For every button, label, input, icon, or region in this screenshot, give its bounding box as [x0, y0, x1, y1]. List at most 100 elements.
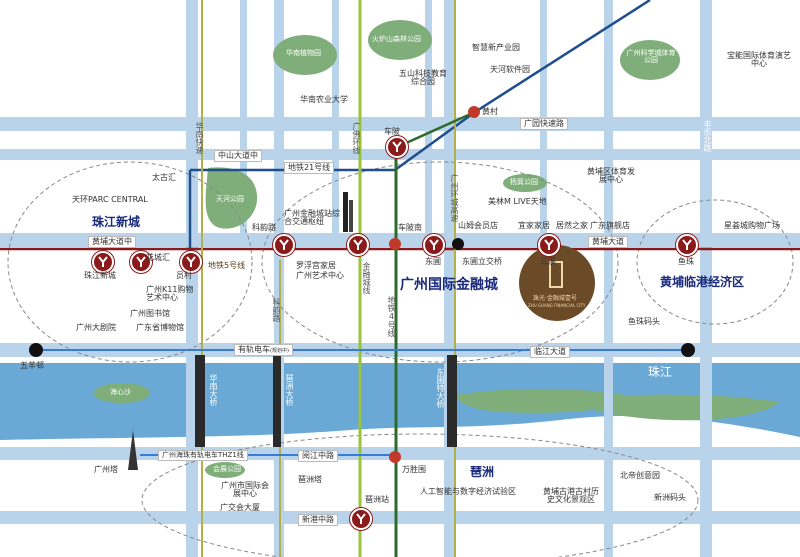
- place-canton-tower: 广州塔: [94, 465, 118, 474]
- road-label-tram-thz1: 广州海珠有轨电车THZ1线: [158, 450, 248, 461]
- tram-terminal-east: [681, 343, 695, 357]
- place-meilin: 美林M LIVE天地: [488, 197, 547, 206]
- place-ai-zone: 人工智能与数字经济试验区: [420, 487, 516, 496]
- road-label-yuejiang: 阅江中路: [298, 450, 338, 462]
- finance-city-district: [261, 161, 619, 363]
- huanan-botanical-park: [273, 35, 337, 75]
- huangpu-port-district: [636, 199, 794, 325]
- station-zhujiangxincheng-marker[interactable]: [92, 251, 114, 273]
- place-shanhai: 山姆会员店: [458, 221, 498, 230]
- place-flagship: 广东旗舰店: [590, 221, 630, 230]
- place-pazhou-ta: 琶洲塔: [298, 475, 322, 484]
- station-pazhou-marker[interactable]: [350, 508, 372, 530]
- road-label-pazhou-bridge: 琶洲大桥: [285, 374, 294, 406]
- place-haixinsha: 海心沙: [110, 388, 131, 396]
- road-label-ring-exp: 广州环城高速: [450, 174, 459, 222]
- place-beidi: 北帝创意园: [620, 471, 660, 480]
- place-tianhe-software: 天河软件园: [490, 65, 530, 74]
- metro-pin-huangcun: [468, 106, 480, 118]
- place-huishi-park: 会展公园: [213, 465, 241, 473]
- line-21-upper: [394, 110, 476, 150]
- station-sanxi-marker[interactable]: [538, 234, 560, 256]
- place-huacheng: 花城汇: [146, 253, 170, 262]
- station-dongpu-marker[interactable]: [423, 234, 445, 256]
- dongpu-bridge: [447, 355, 457, 447]
- road-label-huanan-bridge: 华南大桥: [209, 374, 218, 406]
- place-k11: 广州K11购物艺术中心: [146, 285, 194, 302]
- place-huanan-botanical: 华南植物园: [286, 49, 321, 57]
- tram-note: (规划中): [270, 348, 289, 354]
- place-zhihui: 智慧新产业园: [472, 43, 520, 52]
- place-xingyi: 星荟城购物广场: [724, 221, 780, 230]
- dongpu-interchange-dot: [452, 238, 464, 250]
- station-label-yuancun: 员村: [176, 271, 192, 280]
- road-label-huangpu-mid: 黄埔大道中: [88, 236, 136, 248]
- place-zhujiang-newtown: 珠江新城: [92, 215, 141, 229]
- place-science-park: 广州科学城体育公园: [626, 49, 676, 64]
- tianhe-park-green: [205, 167, 258, 229]
- road-label-metro21: 地铁21号线: [284, 162, 335, 174]
- station-huacheng-marker[interactable]: [130, 251, 152, 273]
- place-opera: 广州大剧院: [76, 323, 116, 332]
- place-dongpu-interchange: 东圃立交桥: [462, 257, 502, 266]
- place-zhujiang-river: 珠江: [648, 365, 673, 379]
- tram-terminal-west: [29, 343, 43, 357]
- station-kecun-marker[interactable]: [273, 234, 295, 256]
- road-label-guangfo: 广佛环线: [352, 122, 361, 154]
- place-finance-city: 广州国际金融城: [400, 277, 498, 293]
- place-guangjiao: 广交会大厦: [220, 503, 260, 512]
- haixinsha-island: [94, 383, 150, 403]
- project-brand-mark: [549, 261, 563, 288]
- gz-science-park-green: [620, 40, 680, 80]
- huishi-park-green: [205, 462, 245, 478]
- road-label-huanan-exp: 华南快速: [195, 122, 204, 154]
- canton-tower-icon: [128, 430, 138, 470]
- station-label-pazhou: 琶洲站: [365, 495, 389, 504]
- metro-pins: [389, 106, 480, 463]
- place-baoneng: 宝能国际体育演艺中心: [727, 51, 791, 68]
- place-museum: 广东省博物馆: [136, 323, 184, 332]
- road-label-xingang: 新港中路: [298, 514, 338, 526]
- pazhou-district: [141, 433, 699, 557]
- place-pazhou: 琶洲: [470, 465, 495, 479]
- station-yuzhu-marker[interactable]: [676, 234, 698, 256]
- place-huangpu-sports: 黄埔区体育发展中心: [587, 167, 635, 184]
- station-chepi-marker[interactable]: [386, 136, 408, 158]
- road-label-zhongshan: 中山大道中: [214, 150, 262, 162]
- road-label-kecun-road: 科韵路: [272, 298, 281, 322]
- place-agri-univ: 华南农业大学: [300, 95, 348, 104]
- river-island-east: [575, 394, 780, 421]
- place-art-center: 广州艺术中心: [296, 271, 344, 280]
- place-xinzhou-pier: 新洲码头: [654, 493, 686, 502]
- huanan-bridge: [195, 355, 205, 447]
- station-finance-marker[interactable]: [347, 234, 369, 256]
- finance-tower-icon-2: [349, 200, 353, 232]
- station-label-wanshengwei: 万胜围: [402, 465, 426, 474]
- station-yuancun-marker[interactable]: [180, 251, 202, 273]
- station-label-yuzhu: 鱼珠: [678, 257, 694, 266]
- project-name-en: ZHU GUANG FINANCIAL CITY: [528, 303, 586, 308]
- place-juranzhijia: 居然之家: [556, 221, 588, 230]
- station-label-dongpu: 东圃: [425, 257, 441, 266]
- place-tianhe-park: 天河公园: [216, 195, 244, 203]
- place-wushan: 五山科技教育综合园: [399, 69, 447, 86]
- project-name: 珠光·金融城壹号: [533, 295, 577, 302]
- station-label-sanxi: 三溪: [540, 257, 556, 266]
- station-label-kecun: 科韵路: [252, 223, 276, 232]
- road-label-guangyuan: 广园快速路: [520, 118, 568, 130]
- huolu-forest-park: [368, 20, 432, 60]
- place-yangji: 杨箕公园: [510, 178, 538, 186]
- place-taiguhui: 太古汇: [152, 173, 176, 182]
- place-luofu: 罗浮宫家居: [296, 261, 336, 270]
- project-brand-circle: [519, 245, 595, 321]
- station-label-wuyangbang: 五羊邨: [20, 361, 44, 370]
- tram-label: 有轨电车: [238, 345, 270, 354]
- place-exhibition: 广州市国际会展中心: [221, 481, 269, 498]
- place-library: 广州图书馆: [130, 309, 170, 318]
- place-yijia: 宜家家居: [518, 221, 550, 230]
- zhujiang-newtown-district: [7, 161, 253, 363]
- road-label-huangpu-east: 丰乐北路: [703, 120, 712, 152]
- metro-pin-wanshengwei: [389, 451, 401, 463]
- place-huangpu-village: 黄埔古港古村历史文化景观区: [543, 487, 599, 504]
